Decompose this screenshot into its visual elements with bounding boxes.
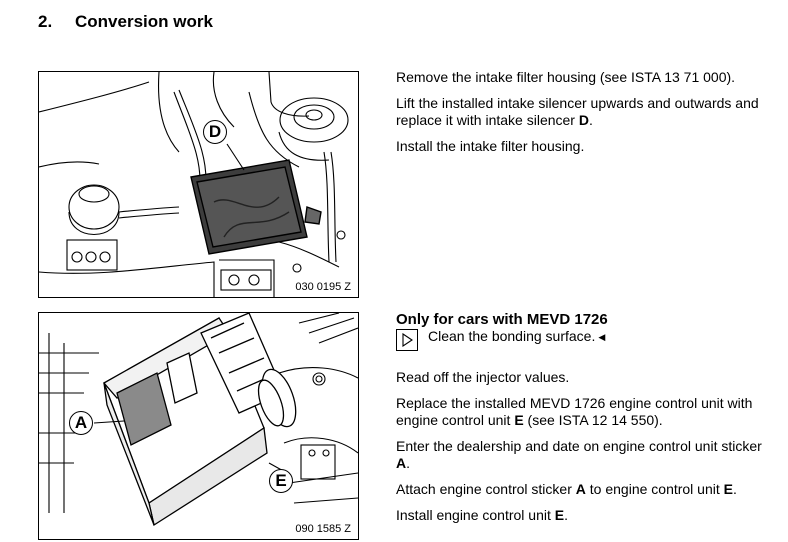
instructions-block-1: Remove the intake filter housing (see IS… [396, 69, 768, 155]
section-number: 2. [38, 12, 53, 31]
ref-a: A [396, 455, 407, 471]
step-text: Lift the installed intake silencer upwar… [396, 95, 759, 128]
step-enter-dealership: Enter the dealership and date on engine … [396, 438, 768, 472]
ref-e: E [723, 481, 733, 497]
ref-e: E [554, 507, 565, 523]
figure-engine-control-unit: A E 090 1585 Z [38, 312, 359, 540]
figure-intake-silencer: D 030 0195 Z [38, 71, 359, 298]
step-text: Install engine control unit [396, 507, 555, 523]
section-heading: 2. Conversion work [38, 12, 213, 32]
step-install-ecu: Install engine control unit E. [396, 507, 768, 524]
note-text-row: Clean the bonding surface.◀ [428, 328, 605, 346]
instructions-block-2: Only for cars with MEVD 1726 Clean the b… [396, 311, 768, 524]
step-text-end: . [564, 507, 568, 523]
step-text: Enter the dealership and date on engine … [396, 438, 762, 454]
engine-bay-illustration [39, 72, 349, 297]
step-read-injector-values: Read off the injector values. [396, 369, 570, 385]
step-text-end: . [733, 481, 737, 497]
step-text-end: . [589, 112, 593, 128]
step-text-mid: to engine control unit [585, 481, 724, 497]
step-text: Replace the installed MEVD 1726 engine c… [396, 395, 753, 428]
step-remove-filter-housing: Remove the intake filter housing (see IS… [396, 69, 736, 85]
step-text: Attach engine control sticker [396, 481, 576, 497]
end-mark-icon: ◀ [598, 332, 606, 342]
control-unit-illustration [39, 313, 358, 527]
step-text-end: . [406, 455, 411, 471]
step-text-end: (see ISTA 12 14 550). [523, 412, 663, 428]
ref-d: D [578, 112, 589, 128]
ref-e: E [514, 412, 524, 428]
callout-a: A [69, 411, 93, 435]
figure-reference-number: 090 1585 Z [294, 523, 352, 535]
step-replace-intake-silencer: Lift the installed intake silencer upwar… [396, 95, 768, 129]
note-text: Clean the bonding surface. [428, 328, 596, 344]
figure-reference-number: 030 0195 Z [294, 281, 352, 293]
ref-a: A [575, 481, 586, 497]
note-row: Clean the bonding surface.◀ [396, 328, 768, 351]
subheading-mevd: Only for cars with MEVD 1726 [396, 311, 608, 328]
step-attach-sticker: Attach engine control sticker A to engin… [396, 481, 768, 498]
step-replace-ecu: Replace the installed MEVD 1726 engine c… [396, 395, 768, 429]
play-triangle-icon [396, 329, 418, 351]
callout-e: E [269, 469, 293, 493]
step-install-filter-housing: Install the intake filter housing. [396, 138, 585, 154]
callout-d: D [203, 120, 227, 144]
section-title: Conversion work [75, 12, 213, 31]
